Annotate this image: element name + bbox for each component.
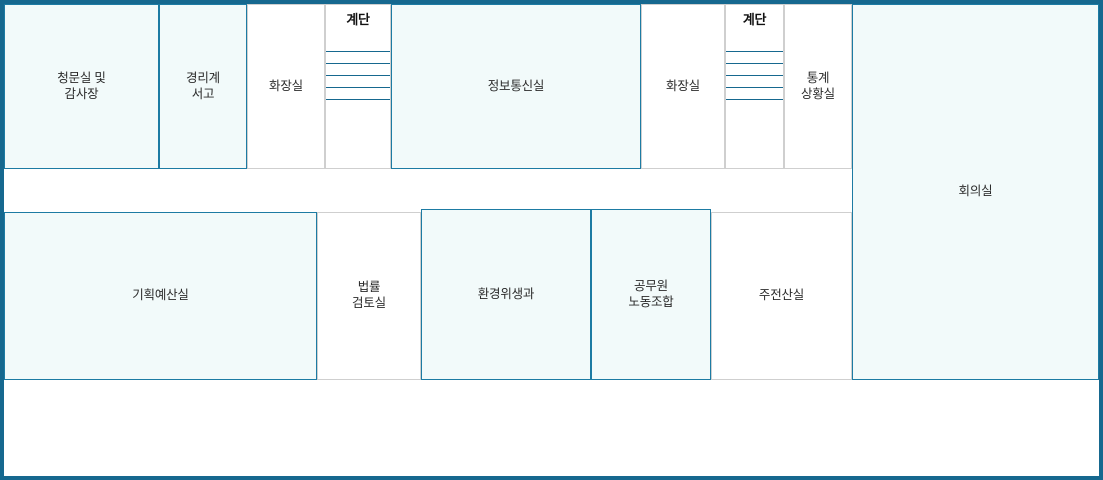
stair-label-left: 계단 — [346, 12, 370, 27]
stair-tread — [726, 99, 783, 100]
stair-label-right: 계단 — [742, 12, 767, 27]
room-label-stats-situation: 통계 상황실 — [801, 70, 835, 101]
stair-treads-right — [726, 51, 783, 100]
room-label-restroom-left: 화장실 — [269, 78, 303, 93]
room-it-comm[interactable]: 정보통신실 — [391, 4, 641, 169]
stair-treads-left — [326, 51, 390, 100]
room-label-legal-review: 법률 검토실 — [352, 280, 386, 310]
room-legal-review[interactable]: 법률 검토실 — [317, 212, 421, 380]
stair-tread — [726, 75, 783, 76]
room-public-union[interactable]: 공무원 노동조합 — [591, 209, 711, 380]
room-label-restroom-right: 화장실 — [666, 78, 700, 93]
room-label-public-union: 공무원 노동조합 — [628, 278, 674, 309]
stair-tread — [726, 63, 783, 64]
room-label-accounting-archive: 경리계 서고 — [186, 70, 220, 101]
stair-tread — [326, 51, 390, 52]
room-conference[interactable]: 회의실 — [852, 4, 1099, 380]
room-stats-situation[interactable]: 통계 상황실 — [784, 4, 852, 169]
room-label-conference: 회의실 — [958, 184, 993, 199]
room-environment-hygiene[interactable]: 환경위생과 — [421, 209, 591, 380]
stair-tread — [326, 87, 390, 88]
stair-tread — [326, 75, 390, 76]
room-planning-budget[interactable]: 기획예산실 — [4, 212, 317, 380]
stair-tread — [726, 87, 783, 88]
stair-right[interactable]: 계단 — [725, 4, 784, 169]
stair-tread — [726, 51, 783, 52]
room-label-environment-hygiene: 환경위생과 — [477, 286, 535, 301]
stair-left[interactable]: 계단 — [325, 4, 391, 169]
room-restroom-right[interactable]: 화장실 — [641, 4, 725, 169]
room-restroom-left[interactable]: 화장실 — [247, 4, 325, 169]
room-label-main-computer: 주전산실 — [758, 288, 805, 303]
room-hearing-audit[interactable]: 청문실 및 감사장 — [4, 4, 159, 169]
room-label-hearing-audit: 청문실 및 감사장 — [57, 70, 106, 101]
room-accounting-archive[interactable]: 경리계 서고 — [159, 4, 247, 169]
stair-tread — [326, 63, 390, 64]
room-label-planning-budget: 기획예산실 — [132, 288, 189, 303]
room-main-computer[interactable]: 주전산실 — [711, 212, 852, 380]
room-label-it-comm: 정보통신실 — [487, 78, 545, 93]
stair-tread — [326, 99, 390, 100]
